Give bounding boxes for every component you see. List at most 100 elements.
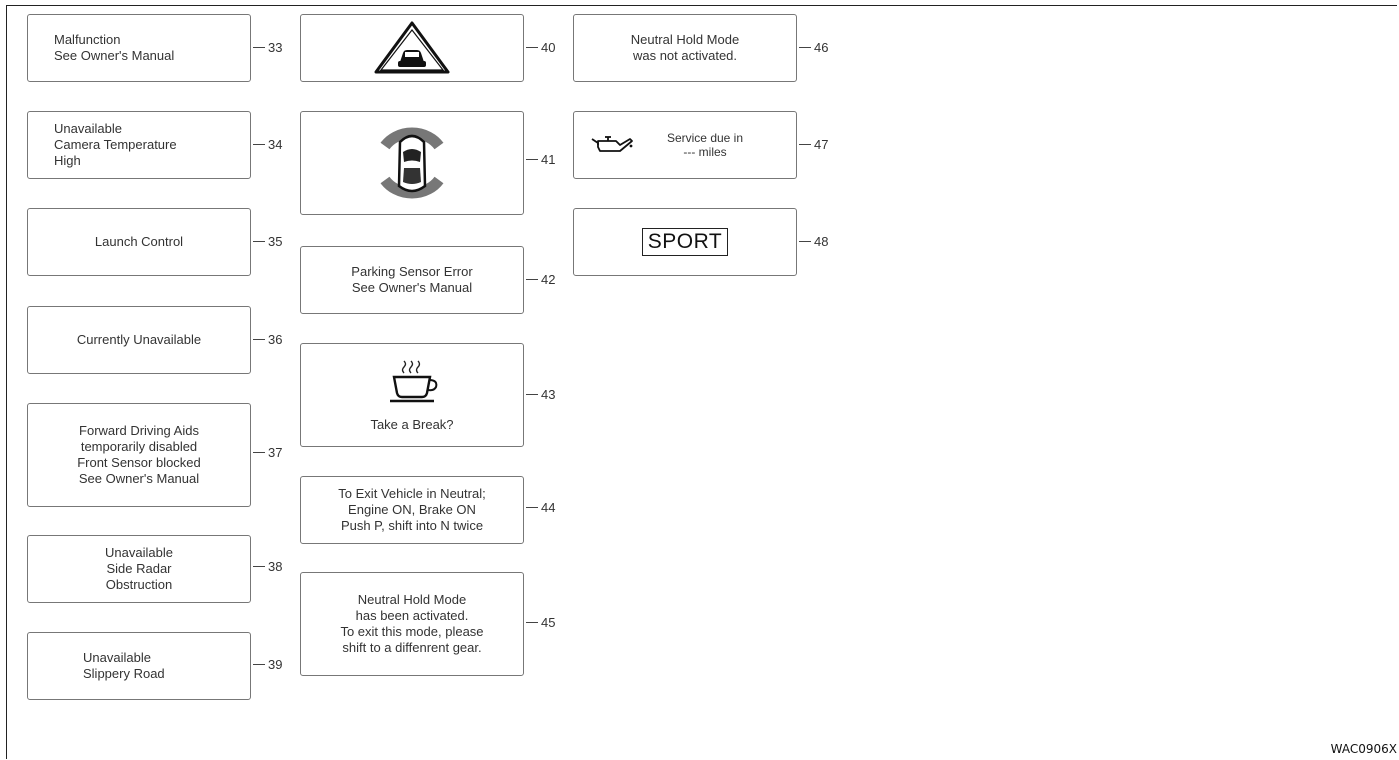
panel-text-line: shift to a diffenrent gear. [342,640,482,655]
callout-number: 39 [268,657,283,672]
panel-text-line: Neutral Hold Mode [630,32,740,47]
callout-35: 35 [253,234,282,249]
leader-line [526,394,538,395]
message-panel-41 [300,111,524,215]
message-panel-33: Malfunction See Owner's Manual [27,14,251,82]
panel-text-line: Service due in [666,131,744,145]
panel-text-line: Side Radar [106,561,172,576]
leader-line [253,664,265,665]
leader-line [799,47,811,48]
panel-text-line: temporarily disabled [80,439,198,454]
panel-text-line: Currently Unavailable [76,332,202,347]
callout-number: 40 [541,40,556,55]
callout-number: 36 [268,332,283,347]
panel-text-line: Slippery Road [83,666,165,681]
leader-line [526,159,538,160]
panel-text-line: Camera Temperature [54,137,177,152]
figure-reference-code: WAC0906X [1330,742,1397,756]
callout-number: 33 [268,40,283,55]
callout-number: 38 [268,559,283,574]
callout-37: 37 [253,445,282,460]
panel-text-line: Obstruction [105,577,173,592]
service-text: Service due in --- miles [634,131,796,159]
panel-text-line: Unavailable [54,121,122,136]
message-panel-48: SPORT [573,208,797,276]
callout-41: 41 [526,152,555,167]
callout-34: 34 [253,137,282,152]
panel-text-line: Malfunction [54,32,121,47]
panel-text-line: Engine ON, Brake ON [348,502,476,517]
callout-45: 45 [526,615,555,630]
panel-text-line: See Owner's Manual [78,471,200,486]
coffee-cup-icon [390,360,438,403]
callout-number: 45 [541,615,556,630]
panel-text-line: Unavailable [105,545,173,560]
message-panel-38: Unavailable Side Radar Obstruction [27,535,251,603]
leader-line [253,144,265,145]
car-warning-triangle-icon [374,21,450,74]
panel-text-line: Launch Control [94,234,184,249]
message-panel-46: Neutral Hold Mode was not activated. [573,14,797,82]
callout-number: 35 [268,234,283,249]
leader-line [253,339,265,340]
message-panel-43: Take a Break? [300,343,524,447]
callout-42: 42 [526,272,555,287]
panel-text-line: Push P, shift into N twice [340,518,484,533]
message-panel-44: To Exit Vehicle in Neutral; Engine ON, B… [300,476,524,544]
leader-line [799,241,811,242]
leader-line [526,507,538,508]
callout-number: 46 [814,40,829,55]
callout-39: 39 [253,657,282,672]
callout-33: 33 [253,40,282,55]
message-panel-36: Currently Unavailable [27,306,251,374]
panel-text-line: To exit this mode, please [340,624,484,639]
panel-text-line: Take a Break? [370,417,454,432]
panel-text-line: has been activated. [355,608,469,623]
callout-40: 40 [526,40,555,55]
leader-line [253,452,265,453]
callout-46: 46 [799,40,828,55]
callout-number: 41 [541,152,556,167]
panel-text-line: See Owner's Manual [54,48,175,63]
message-panel-47: Service due in --- miles [573,111,797,179]
figure-frame [6,5,1397,759]
oil-can-icon [591,136,633,152]
callout-number: 43 [541,387,556,402]
callout-47: 47 [799,137,828,152]
callout-number: 34 [268,137,283,152]
panel-text-line: Unavailable [83,650,151,665]
panel-text-line: High [54,153,81,168]
panel-text-line: Neutral Hold Mode [357,592,467,607]
panel-text-line: Front Sensor blocked [77,455,201,470]
callout-number: 42 [541,272,556,287]
callout-48: 48 [799,234,828,249]
panel-text-line: was not activated. [632,48,738,63]
callout-43: 43 [526,387,555,402]
leader-line [253,47,265,48]
callout-number: 48 [814,234,829,249]
leader-line [253,241,265,242]
callout-44: 44 [526,500,555,515]
message-panel-40 [300,14,524,82]
callout-36: 36 [253,332,282,347]
panel-text-line: Forward Driving Aids [79,423,199,438]
leader-line [526,47,538,48]
message-panel-42: Parking Sensor Error See Owner's Manual [300,246,524,314]
leader-line [799,144,811,145]
leader-line [526,622,538,623]
message-panel-45: Neutral Hold Mode has been activated. To… [300,572,524,676]
callout-number: 47 [814,137,829,152]
leader-line [526,279,538,280]
message-panel-34: Unavailable Camera Temperature High [27,111,251,179]
message-panel-35: Launch Control [27,208,251,276]
panel-text-line: --- miles [683,145,727,159]
panel-text-line: Parking Sensor Error [351,264,473,279]
leader-line [253,566,265,567]
panel-text-line: To Exit Vehicle in Neutral; [338,486,486,501]
sport-mode-label: SPORT [641,228,729,256]
callout-number: 44 [541,500,556,515]
callout-number: 37 [268,445,283,460]
panel-text-line: See Owner's Manual [351,280,473,295]
service-row: Service due in --- miles [574,131,796,159]
callout-38: 38 [253,559,282,574]
